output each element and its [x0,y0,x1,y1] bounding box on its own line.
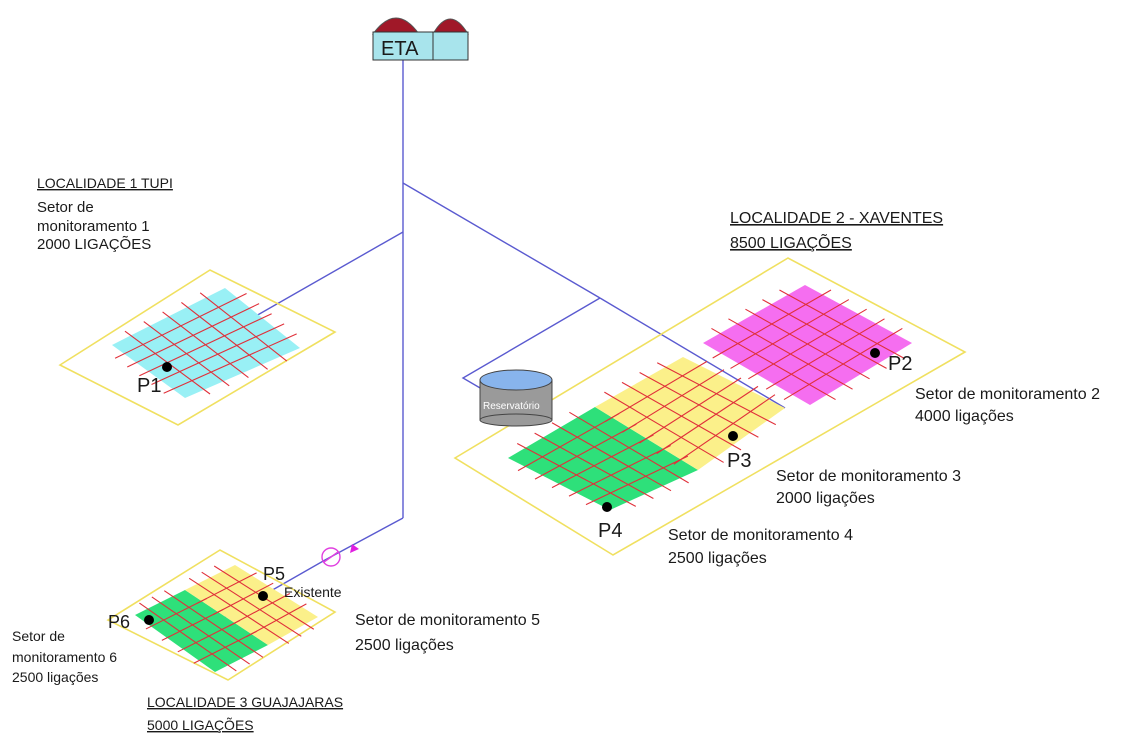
street-line [604,391,724,463]
street-line [639,372,759,438]
pipe-localidade-2-main [599,297,786,409]
setor-5-zone [185,565,318,645]
reservatorio-tank: Reservatório [479,369,553,427]
street-line [569,411,689,484]
point-p2-label: P2 [888,353,912,375]
eta-building: ETA [372,17,469,61]
street-line [139,602,237,672]
setor-3-grid [604,360,777,465]
street-line [151,596,250,665]
setor-4-ligacoes: 2500 ligações [668,550,767,567]
setor-1-label-line2: monitoramento 1 [37,218,150,235]
point-p6 [144,615,154,625]
pipe-to-reservatorio [461,297,601,393]
localidade-3-ligacoes: 5000 LIGAÇÕES [147,717,254,733]
setor-4-grid [516,411,689,507]
pipe-network [184,60,786,641]
street-line [745,308,870,380]
existente-label: Existente [284,584,342,600]
street-line [143,321,230,387]
street-line [534,423,637,480]
setor-1-zone [112,288,300,398]
street-line [604,360,708,423]
street-line [163,590,264,658]
point-p1-label: P1 [137,375,161,397]
street-line [656,385,759,455]
setor-3-zone [595,357,785,470]
street-line [656,362,777,426]
street-line [762,299,887,369]
street-line [162,311,249,378]
street-line [188,577,290,644]
localidade-3-area: P5 P6 Existente [106,544,359,681]
existing-meter-icon [321,544,359,567]
localidade-1-frame [58,269,337,426]
setor-3-label: Setor de monitoramento 3 [776,468,961,485]
localidade-2-title: LOCALIDADE 2 - XAVENTES [730,210,943,227]
setor-5-label: Setor de monitoramento 5 [355,612,540,629]
setor-6-grid [139,590,264,672]
setor-6-label-line1: Setor de [12,628,65,644]
setor-2-grid [711,289,904,401]
street-line [622,369,725,433]
setor-2-ligacoes: 4000 ligações [915,408,1014,425]
localidade-2-frame [453,257,967,556]
setor-1-grid [114,292,297,395]
eta-wall [372,31,469,61]
point-p6-label: P6 [108,612,130,632]
pipe-to-localidade-1 [239,231,404,326]
localidade-3-title: LOCALIDADE 3 GUAJAJARAS [147,694,343,710]
setor-5-ligacoes: 2500 ligações [355,637,454,654]
localidade-3-frame [106,549,337,681]
street-line [551,422,672,492]
street-line [728,318,853,390]
point-p2 [870,348,880,358]
point-p4-label: P4 [598,520,622,542]
setor-4-label: Setor de monitoramento 4 [668,527,853,544]
eta-label: ETA [381,38,419,60]
street-line [534,432,654,499]
reservatorio-label: Reservatório [483,401,540,412]
localidade-1-area: P1 [58,269,337,426]
street-line [201,571,302,637]
street-line [199,292,288,362]
street-line [517,413,620,472]
street-line [779,289,904,359]
street-line [673,394,776,465]
point-p3-label: P3 [727,450,751,472]
point-p1 [162,362,172,372]
point-p5-label: P5 [263,564,285,584]
setor-1-label-line1: Setor de [37,199,94,216]
point-p3 [728,431,738,441]
street-line [516,442,637,507]
point-p4 [602,502,612,512]
localidade-1-title: LOCALIDADE 1 TUPI [37,175,173,191]
localidade-1-ligacoes: 2000 LIGAÇÕES [37,236,151,253]
setor-2-label: Setor de monitoramento 2 [915,386,1100,403]
setor-4-zone [508,407,698,510]
setor-6-ligacoes: 2500 ligações [12,669,98,685]
reservatorio-base [479,413,553,427]
pipe-to-localidade-2 [402,182,601,299]
localidade-2-area: Reservatório P2 P3 P4 [453,257,967,556]
point-p5 [258,591,268,601]
setor-6-label-line2: monitoramento 6 [12,649,117,665]
street-line [621,381,742,451]
setor-3-ligacoes: 2000 ligações [776,490,875,507]
reservatorio-top [479,369,553,391]
street-line [639,377,742,444]
street-line [181,301,268,370]
localidade-2-ligacoes: 8500 LIGAÇÕES [730,232,852,252]
street-line [711,327,836,401]
street-line [568,445,671,497]
street-line [585,455,689,506]
street-line [551,434,654,489]
